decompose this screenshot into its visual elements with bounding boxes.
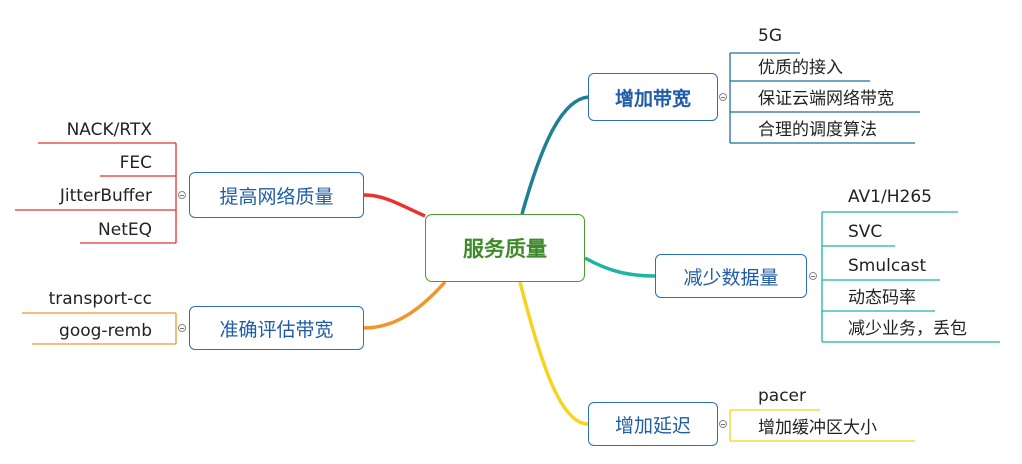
- collapse-toggle-icon[interactable]: [719, 420, 727, 428]
- leaf-links-bandwidth-up: [729, 52, 920, 144]
- leaf-pacer[interactable]: pacer: [758, 386, 807, 406]
- leaf-links-bandwidth-estimation: [22, 312, 177, 345]
- leaf-links-reduce-data: [821, 211, 1000, 343]
- branch-increase-latency[interactable]: 增加延迟: [588, 402, 718, 446]
- leaf-goog-remb[interactable]: goog-remb: [59, 321, 152, 341]
- leaf-5g[interactable]: 5G: [758, 26, 782, 46]
- leaf-svc[interactable]: SVC: [848, 222, 883, 242]
- center-label: 服务质量: [463, 237, 547, 261]
- leaf-cloud-bandwidth[interactable]: 保证云端网络带宽: [758, 89, 894, 109]
- link-center-reduce-data: [584, 256, 656, 278]
- leaf-fec[interactable]: FEC: [119, 153, 152, 173]
- leaf-smulcast[interactable]: Smulcast: [848, 256, 927, 276]
- link-center-network-quality: [363, 193, 426, 218]
- leaf-nack-rtx[interactable]: NACK/RTX: [66, 120, 152, 140]
- leaf-av1-h265[interactable]: AV1/H265: [848, 187, 932, 207]
- branch-bandwidth-up[interactable]: 增加带宽: [588, 73, 718, 121]
- center-node[interactable]: 服务质量: [425, 214, 585, 282]
- leaf-neteq[interactable]: NetEQ: [98, 220, 152, 240]
- branch-label: 减少数据量: [683, 266, 779, 289]
- link-center-bandwidth-estimation: [363, 280, 447, 330]
- collapse-toggle-icon[interactable]: [809, 272, 817, 280]
- link-center-bandwidth-up: [520, 95, 589, 215]
- leaf-transport-cc[interactable]: transport-cc: [48, 289, 152, 309]
- link-center-increase-latency: [518, 281, 589, 426]
- collapse-toggle-icon[interactable]: [719, 93, 727, 101]
- leaf-links-network-quality: [15, 142, 177, 244]
- collapse-toggle-icon[interactable]: [178, 324, 186, 332]
- leaf-jitterbuffer[interactable]: JitterBuffer: [59, 186, 152, 206]
- branch-label: 准确评估带宽: [219, 318, 334, 341]
- branch-bandwidth-estimation[interactable]: 准确评估带宽: [189, 306, 364, 350]
- leaf-dynamic-bitrate[interactable]: 动态码率: [848, 288, 916, 308]
- collapse-toggle-icon[interactable]: [178, 191, 186, 199]
- leaf-increase-buffer[interactable]: 增加缓冲区大小: [758, 418, 877, 438]
- branch-label: 增加延迟: [614, 414, 691, 437]
- branch-label: 增加带宽: [614, 87, 691, 110]
- leaf-links-increase-latency: [729, 409, 915, 442]
- leaf-reduce-business[interactable]: 减少业务，丢包: [848, 319, 967, 339]
- branch-network-quality[interactable]: 提高网络质量: [189, 172, 364, 218]
- branch-reduce-data[interactable]: 减少数据量: [655, 254, 807, 298]
- branch-label: 提高网络质量: [219, 185, 334, 208]
- leaf-scheduling-algorithm[interactable]: 合理的调度算法: [758, 120, 877, 140]
- leaf-quality-access[interactable]: 优质的接入: [758, 58, 843, 78]
